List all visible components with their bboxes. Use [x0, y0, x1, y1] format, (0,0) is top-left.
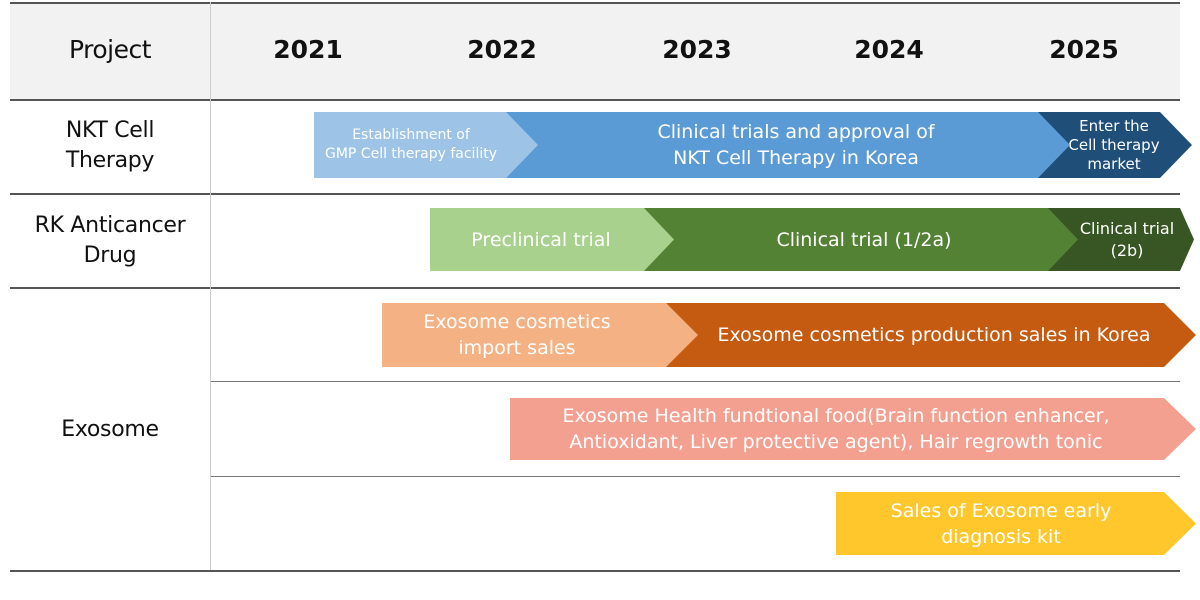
row-label-line: Therapy	[65, 148, 155, 173]
row-label-nkt-cell-therapy: NKT Cell Therapy	[10, 116, 210, 176]
bar-preclinical-trial: Preclinical trial	[430, 208, 682, 271]
bar-text-line: Clinical trial (1/2a)	[776, 228, 952, 251]
bar-text-line: (2b)	[1110, 240, 1144, 260]
bar-text-line: Sales of Exosome early	[890, 499, 1112, 522]
top-border-line	[10, 2, 1180, 4]
bar-text-line: import sales	[458, 337, 576, 359]
bar-exosome-diagnosis-kit: Sales of Exosome early diagnosis kit	[836, 492, 1196, 555]
bar-text-line: market	[1087, 154, 1141, 173]
row-divider-nkt-rk	[10, 193, 1180, 195]
bar-exosome-production-sales: Exosome cosmetics production sales in Ko…	[666, 303, 1196, 367]
exosome-subrow-divider-2	[211, 476, 1180, 477]
row-divider-rk-exosome	[10, 287, 1180, 289]
row-label-line: RK Anticancer	[34, 213, 186, 238]
bar-text-line: Exosome Health fundtional food(Brain fun…	[562, 405, 1110, 427]
bar-text-line: Exosome cosmetics production sales in Ko…	[717, 324, 1151, 346]
row-label-rk-anticancer-drug: RK Anticancer Drug	[10, 211, 210, 271]
header-year-2021: 2021	[273, 35, 343, 64]
bar-text-line: Preclinical trial	[471, 228, 611, 251]
header-year-2022: 2022	[467, 35, 537, 64]
bar-exosome-import-sales: Exosome cosmetics import sales	[382, 303, 702, 367]
header-year-2024: 2024	[854, 35, 924, 64]
bar-text-line: NKT Cell Therapy in Korea	[673, 147, 919, 169]
bar-clinical-trial-1-2a: Clinical trial (1/2a)	[644, 208, 1084, 271]
bar-text-line: Antioxidant, Liver protective agent), Ha…	[569, 431, 1103, 453]
bar-text-line: Exosome cosmetics	[423, 311, 611, 333]
exosome-subrow-divider-1	[211, 381, 1180, 382]
bar-exosome-health-food: Exosome Health fundtional food(Brain fun…	[510, 398, 1196, 460]
bar-text-line: Enter the	[1079, 116, 1149, 135]
bar-gmp-facility: Establishment of GMP Cell therapy facili…	[314, 112, 544, 178]
bar-text-line: Cell therapy	[1068, 135, 1160, 154]
row-label-line: Exosome	[61, 417, 159, 442]
header-bottom-line	[10, 99, 1180, 101]
header-row	[10, 2, 1180, 100]
bar-text-line: GMP Cell therapy facility	[324, 146, 498, 162]
row-label-line: NKT Cell	[65, 118, 155, 143]
bar-text-line: Clinical trials and approval of	[657, 121, 935, 143]
bar-text-line: Establishment of	[352, 127, 470, 143]
header-year-2023: 2023	[662, 35, 732, 64]
bar-enter-market: Enter the Cell therapy market	[1038, 112, 1192, 178]
bottom-border-line	[10, 570, 1180, 572]
bar-text-line: Clinical trial	[1079, 218, 1175, 238]
row-label-line: Drug	[83, 243, 137, 268]
header-year-2025: 2025	[1049, 35, 1119, 64]
header-project-label: Project	[68, 35, 152, 64]
row-label-exosome: Exosome	[10, 415, 210, 445]
bar-clinical-trials-approval: Clinical trials and approval of NKT Cell…	[506, 112, 1086, 178]
bar-text-line: diagnosis kit	[941, 525, 1061, 548]
project-column-divider	[210, 2, 211, 570]
